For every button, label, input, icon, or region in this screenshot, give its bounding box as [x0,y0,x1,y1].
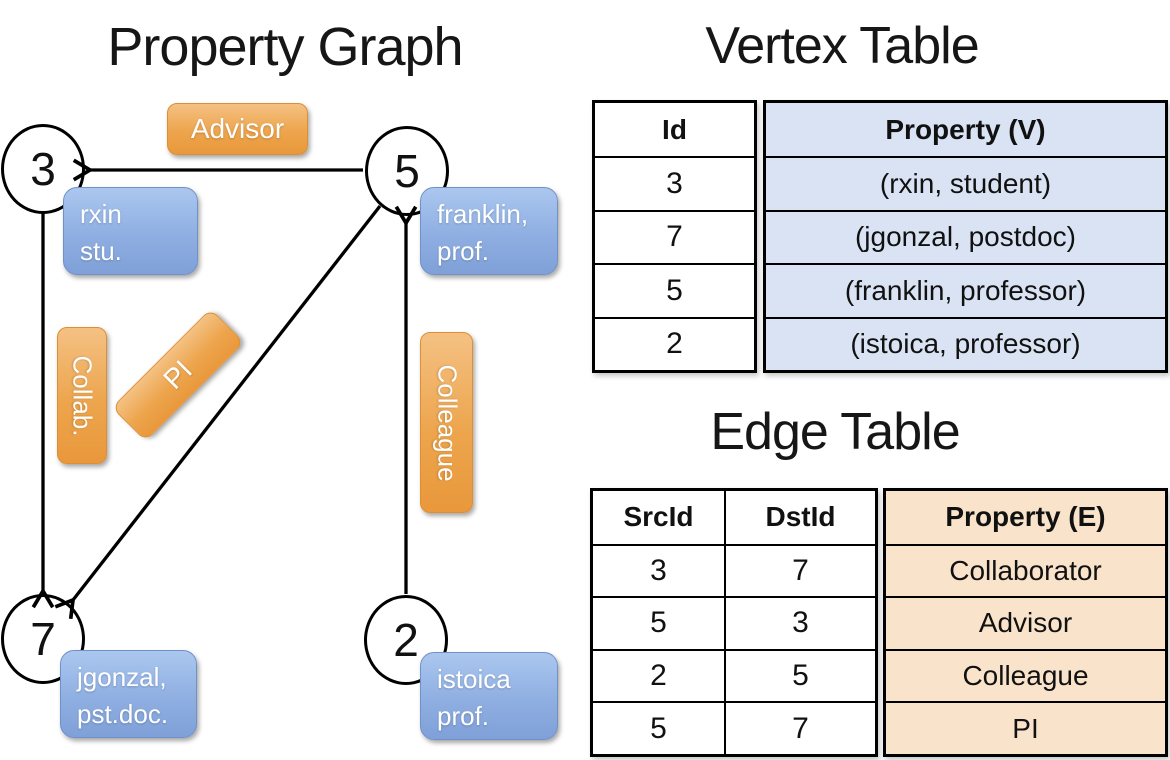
node-id-label: 7 [30,613,56,665]
vertex-property-line: prof. [437,700,490,731]
node-id-label: 3 [30,143,56,195]
edge-table-header-dstid: DstId [724,491,875,544]
vertex-property-line: stu. [80,235,122,266]
vertex-property-box-7: jgonzal, pst.doc. [60,650,197,738]
vertex-id-cell: 5 [595,263,754,316]
edge-srcid-cell: 5 [593,701,724,754]
edge-property-cell: Colleague [886,648,1165,702]
edge-label-text: Colleague [432,363,462,482]
edge-property-cell: PI [886,701,1165,754]
edge-srcid-cell: 3 [593,543,724,597]
vertex-property-cell: (franklin, professor) [766,263,1165,317]
edge-label-text: PI [157,354,198,395]
vertex-property-line: rxin [80,199,122,229]
vertex-id-cell: 3 [595,156,754,209]
edge-label-colleague: Colleague [420,332,473,513]
graph-title: Property Graph [107,17,463,77]
edge-label-text: Collab. [67,355,98,436]
edge-label-advisor: Advisor [167,103,308,155]
edge-table-id-columns: SrcId DstId 3 7 5 3 2 5 5 7 [590,488,878,757]
vertex-property-line: prof. [437,235,490,266]
edge-dstid-cell: 5 [724,648,875,702]
edge-table-header-property: Property (E) [886,491,1165,544]
edge-dstid-cell: 3 [724,596,875,649]
edge-dstid-cell: 7 [724,701,875,754]
vertex-id-cell: 7 [595,209,754,263]
vertex-property-cell: (istoica, professor) [766,316,1165,370]
edge-label-text: Advisor [190,113,285,144]
edge-property-cell: Collaborator [886,543,1165,597]
vertex-table-property-column: Property (V) (rxin, student) (jgonzal, p… [763,100,1168,373]
vertex-property-box-5: franklin, prof. [420,187,558,275]
vertex-property-line: pst.doc. [77,698,169,729]
vertex-property-line: franklin, [437,199,529,229]
edge-5-to-7 [54,204,382,620]
node-id-label: 2 [393,614,419,666]
edge-table-header-srcid: SrcId [623,501,694,533]
edge-property-cell: Advisor [886,596,1165,649]
edge-table-property-column: Property (E) Collaborator Advisor Collea… [883,488,1168,757]
vertex-table-id-column: Id 3 7 5 2 [592,100,757,373]
edge-dstid-cell: 7 [724,543,875,597]
vertex-property-line: istoica [437,664,511,694]
vertex-table-header-id: Id [662,113,687,145]
vertex-property-cell: (rxin, student) [766,156,1165,210]
edge-label-collab: Collab. [57,327,107,464]
edge-table-title: Edge Table [710,403,960,461]
edge-srcid-cell: 5 [593,596,724,649]
edge-srcid-cell: 2 [593,648,724,702]
vertex-property-box-3: rxin stu. [63,187,198,275]
vertex-property-line: jgonzal, [77,662,167,692]
vertex-id-cell: 2 [595,316,754,370]
vertex-property-cell: (jgonzal, postdoc) [766,209,1165,264]
vertex-table-title: Vertex Table [705,17,979,75]
vertex-property-box-2: istoica prof. [420,652,558,740]
node-id-label: 5 [394,145,420,197]
vertex-table-header-property: Property (V) [766,103,1165,157]
